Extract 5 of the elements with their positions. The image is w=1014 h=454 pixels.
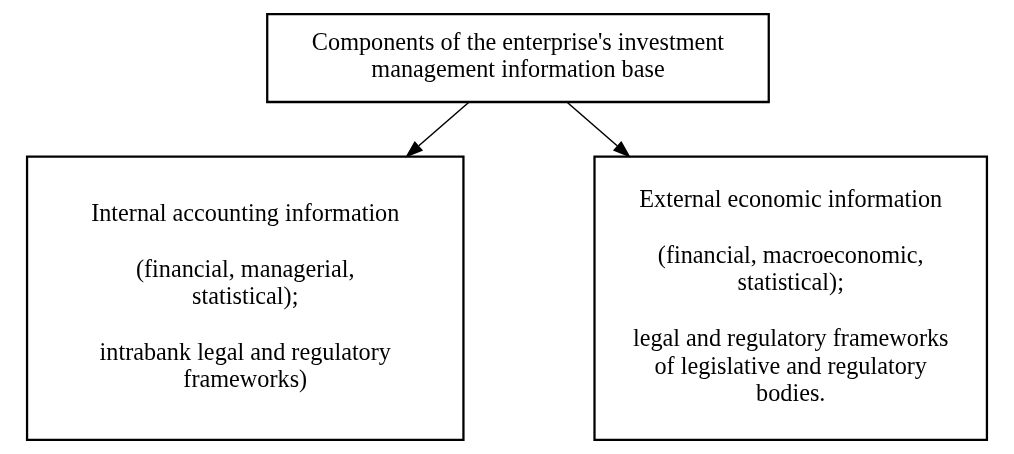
- arrow: [405, 101, 470, 158]
- node-box: External economic information (financial, macroeconomic, statistical); legal and regulatory frameworks of legislative and regulatory bodies.: [593, 155, 989, 442]
- node-box: Components of the enterprise's investment management information base: [266, 12, 770, 104]
- node-box: Internal accounting information (financial, managerial, statistical); intrabank legal and regulatory frameworks): [25, 155, 465, 442]
- arrow: [566, 101, 631, 158]
